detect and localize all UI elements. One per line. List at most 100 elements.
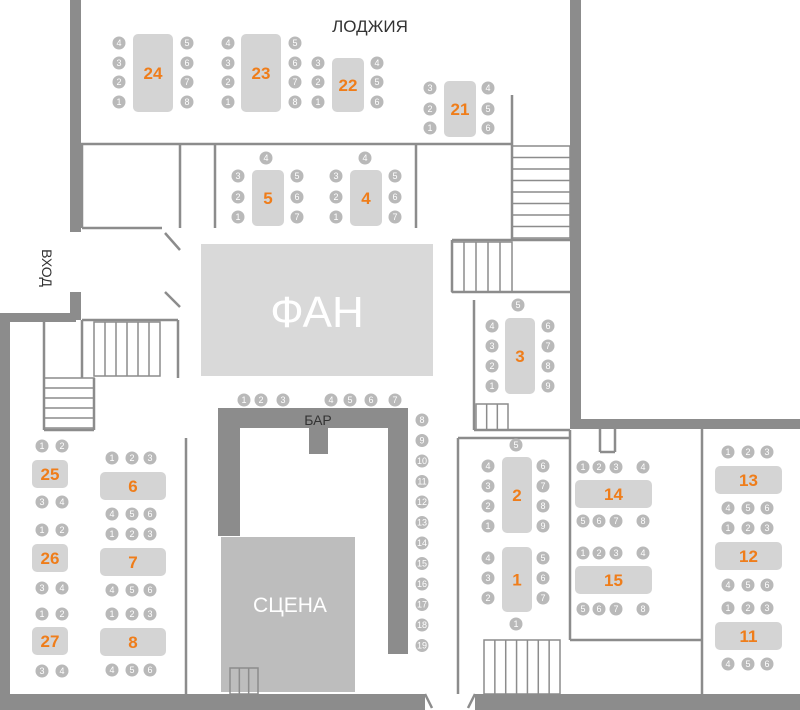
seat-t4-6[interactable]: 6 — [388, 190, 402, 204]
seat-t2-7[interactable]: 7 — [536, 479, 550, 493]
seat-t4-1[interactable]: 1 — [329, 210, 343, 224]
seat-t26-3[interactable]: 3 — [35, 581, 49, 595]
seat-t12-1[interactable]: 1 — [721, 521, 735, 535]
seat-t24-7[interactable]: 7 — [180, 75, 194, 89]
seat-t7-6[interactable]: 6 — [143, 583, 157, 597]
bar-seat-18[interactable]: 18 — [415, 618, 429, 632]
seat-t4-2[interactable]: 2 — [329, 190, 343, 204]
seat-t6-5[interactable]: 5 — [125, 507, 139, 521]
seat-t13-3[interactable]: 3 — [760, 445, 774, 459]
seat-t4-4[interactable]: 4 — [358, 151, 372, 165]
seat-t25-3[interactable]: 3 — [35, 495, 49, 509]
seat-t6-6[interactable]: 6 — [143, 507, 157, 521]
seat-t7-1[interactable]: 1 — [105, 527, 119, 541]
seat-t7-5[interactable]: 5 — [125, 583, 139, 597]
bar-seat-9[interactable]: 9 — [415, 434, 429, 447]
seat-t1-7[interactable]: 7 — [536, 591, 550, 605]
table-14[interactable]: 14 — [575, 480, 652, 508]
bar-seat-6[interactable]: 6 — [364, 393, 378, 407]
seat-t23-7[interactable]: 7 — [288, 75, 302, 89]
seat-t6-4[interactable]: 4 — [105, 507, 119, 521]
bar-seat-11[interactable]: 11 — [415, 475, 429, 488]
table-27[interactable]: 27 — [32, 627, 68, 655]
seat-t23-1[interactable]: 1 — [221, 95, 235, 109]
seat-t2-1[interactable]: 1 — [481, 519, 495, 533]
seat-t21-3[interactable]: 3 — [423, 81, 437, 95]
seat-t23-3[interactable]: 3 — [221, 56, 235, 70]
seat-t24-2[interactable]: 2 — [112, 75, 126, 89]
seat-t12-4[interactable]: 4 — [721, 578, 735, 592]
seat-t27-1[interactable]: 1 — [35, 607, 49, 621]
seat-t4-7[interactable]: 7 — [388, 210, 402, 224]
bar-seat-1[interactable]: 1 — [237, 393, 251, 407]
bar-seat-10[interactable]: 10 — [415, 454, 429, 468]
bar-seat-3[interactable]: 3 — [276, 393, 290, 407]
seat-t24-3[interactable]: 3 — [112, 56, 126, 70]
seat-t8-1[interactable]: 1 — [105, 607, 119, 621]
seat-t15-4[interactable]: 4 — [636, 546, 650, 560]
seat-t22-4[interactable]: 4 — [370, 56, 384, 70]
seat-t23-2[interactable]: 2 — [221, 75, 235, 89]
seat-t22-6[interactable]: 6 — [370, 95, 384, 109]
seat-t21-1[interactable]: 1 — [423, 121, 437, 135]
seat-t24-1[interactable]: 1 — [112, 95, 126, 109]
seat-t3-2[interactable]: 2 — [485, 359, 499, 373]
seat-t7-4[interactable]: 4 — [105, 583, 119, 597]
seat-t24-5[interactable]: 5 — [180, 36, 194, 50]
seat-t8-4[interactable]: 4 — [105, 663, 119, 677]
seat-t11-3[interactable]: 3 — [760, 601, 774, 615]
seat-t15-6[interactable]: 6 — [592, 602, 606, 616]
seat-t5-5[interactable]: 5 — [290, 169, 304, 183]
seat-t1-3[interactable]: 3 — [481, 571, 495, 585]
seat-t1-4[interactable]: 4 — [481, 551, 495, 565]
seat-t26-1[interactable]: 1 — [35, 523, 49, 537]
seat-t13-2[interactable]: 2 — [741, 445, 755, 459]
bar-seat-16[interactable]: 16 — [415, 577, 429, 591]
seat-t2-4[interactable]: 4 — [481, 459, 495, 473]
seat-t3-3[interactable]: 3 — [485, 339, 499, 353]
seat-t27-2[interactable]: 2 — [55, 607, 69, 621]
seat-t23-6[interactable]: 6 — [288, 56, 302, 70]
seat-t5-2[interactable]: 2 — [231, 190, 245, 204]
seat-t2-8[interactable]: 8 — [536, 499, 550, 513]
seat-t21-4[interactable]: 4 — [481, 81, 495, 95]
seat-t25-1[interactable]: 1 — [35, 439, 49, 453]
seat-t13-4[interactable]: 4 — [721, 501, 735, 515]
table-25[interactable]: 25 — [32, 460, 68, 488]
table-24[interactable]: 24 — [133, 34, 173, 112]
table-4[interactable]: 4 — [350, 170, 382, 226]
seat-t24-4[interactable]: 4 — [112, 36, 126, 50]
table-8[interactable]: 8 — [100, 628, 166, 656]
seat-t15-5[interactable]: 5 — [576, 602, 590, 616]
seat-t14-5[interactable]: 5 — [576, 514, 590, 528]
bar-seat-7[interactable]: 7 — [388, 393, 402, 407]
seat-t11-2[interactable]: 2 — [741, 601, 755, 615]
seat-t2-9[interactable]: 9 — [536, 519, 550, 533]
seat-t13-1[interactable]: 1 — [721, 445, 735, 459]
seat-t14-6[interactable]: 6 — [592, 514, 606, 528]
seat-t5-3[interactable]: 3 — [231, 169, 245, 183]
table-6[interactable]: 6 — [100, 472, 166, 500]
table-1[interactable]: 1 — [502, 547, 532, 612]
bar-seat-8[interactable]: 8 — [415, 413, 429, 427]
table-7[interactable]: 7 — [100, 548, 166, 576]
seat-t2-5[interactable]: 5 — [509, 438, 523, 452]
seat-t12-2[interactable]: 2 — [741, 521, 755, 535]
seat-t4-3[interactable]: 3 — [329, 169, 343, 183]
seat-t21-6[interactable]: 6 — [481, 121, 495, 135]
seat-t23-8[interactable]: 8 — [288, 95, 302, 109]
seat-t5-7[interactable]: 7 — [290, 210, 304, 224]
seat-t14-1[interactable]: 1 — [576, 460, 590, 474]
seat-t23-5[interactable]: 5 — [288, 36, 302, 50]
seat-t2-3[interactable]: 3 — [481, 479, 495, 493]
seat-t25-4[interactable]: 4 — [55, 495, 69, 509]
seat-t12-6[interactable]: 6 — [760, 578, 774, 592]
table-5[interactable]: 5 — [252, 170, 284, 226]
seat-t26-4[interactable]: 4 — [55, 581, 69, 595]
seat-t5-6[interactable]: 6 — [290, 190, 304, 204]
bar-seat-14[interactable]: 14 — [415, 536, 429, 550]
seat-t15-2[interactable]: 2 — [592, 546, 606, 560]
seat-t13-5[interactable]: 5 — [741, 501, 755, 515]
seat-t27-3[interactable]: 3 — [35, 664, 49, 678]
seat-t15-3[interactable]: 3 — [609, 546, 623, 560]
